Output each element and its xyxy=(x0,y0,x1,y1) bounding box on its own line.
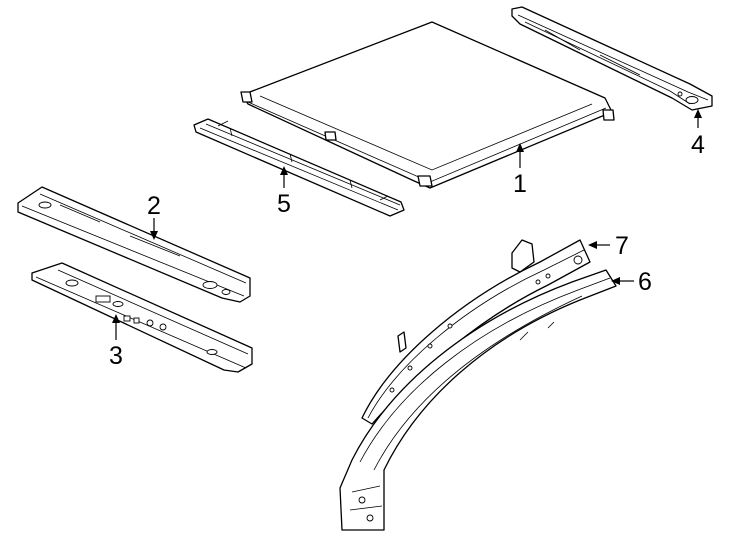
callout-4-number: 4 xyxy=(691,131,705,159)
callout-4: 4 xyxy=(691,109,705,159)
callout-7: 7 xyxy=(588,232,629,260)
callout-5: 5 xyxy=(277,166,291,218)
rear-header xyxy=(511,6,713,111)
rear-roof-bow xyxy=(31,262,253,373)
callout-2-number: 2 xyxy=(147,192,161,220)
callout-3: 3 xyxy=(109,314,123,370)
callout-6: 6 xyxy=(611,268,652,296)
callout-1: 1 xyxy=(513,143,527,198)
callout-6-number: 6 xyxy=(638,268,652,296)
callout-2: 2 xyxy=(147,192,161,240)
callout-5-number: 5 xyxy=(277,190,291,218)
callout-3-number: 3 xyxy=(109,342,123,370)
roof-side-rail-outer xyxy=(339,269,617,531)
front-roof-bow xyxy=(17,186,251,303)
front-header xyxy=(193,118,405,217)
callout-1-number: 1 xyxy=(513,170,527,198)
roof-side-rail-inner xyxy=(361,239,591,425)
callout-7-number: 7 xyxy=(615,232,629,260)
